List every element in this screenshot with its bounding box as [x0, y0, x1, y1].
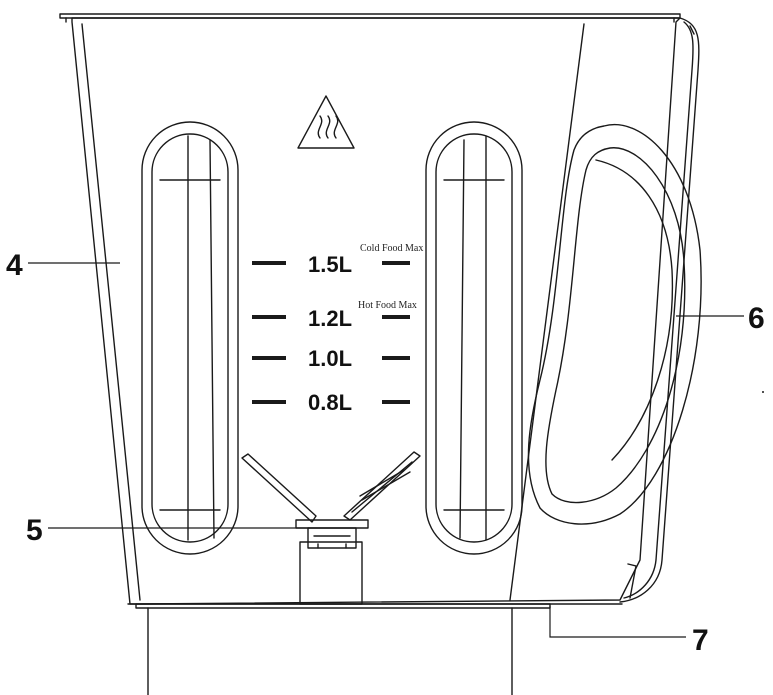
- stray-dot: [762, 391, 764, 393]
- hot-surface-warning-icon: [297, 95, 355, 149]
- callout-6: 6: [748, 302, 765, 335]
- right-level-window: [425, 121, 523, 555]
- blade-coupling: [299, 541, 363, 605]
- handle-edge-strip: [627, 25, 695, 599]
- blade-assembly: [241, 451, 421, 549]
- callout-7-leader: [549, 606, 686, 638]
- handle-outer-inner: [623, 21, 694, 599]
- capacity-label-1-0: 1.0L: [308, 346, 352, 371]
- capacity-label-1-5: 1.5L: [308, 252, 352, 277]
- capacity-label-1-2: 1.2L: [308, 306, 352, 331]
- capacity-ticks: [252, 261, 410, 404]
- left-level-window: [141, 121, 239, 555]
- cold-food-max-note: Cold Food Max: [360, 243, 423, 254]
- callout-5: 5: [26, 514, 43, 547]
- jug-body: [71, 17, 681, 605]
- capacity-label-0-8: 0.8L: [308, 390, 352, 415]
- callout-4: 4: [6, 249, 23, 282]
- jug-base: [135, 603, 551, 695]
- handle-outer: [619, 17, 700, 603]
- callout-7: 7: [692, 624, 709, 657]
- hot-food-max-note: Hot Food Max: [358, 300, 417, 311]
- handle-grip: [527, 123, 702, 525]
